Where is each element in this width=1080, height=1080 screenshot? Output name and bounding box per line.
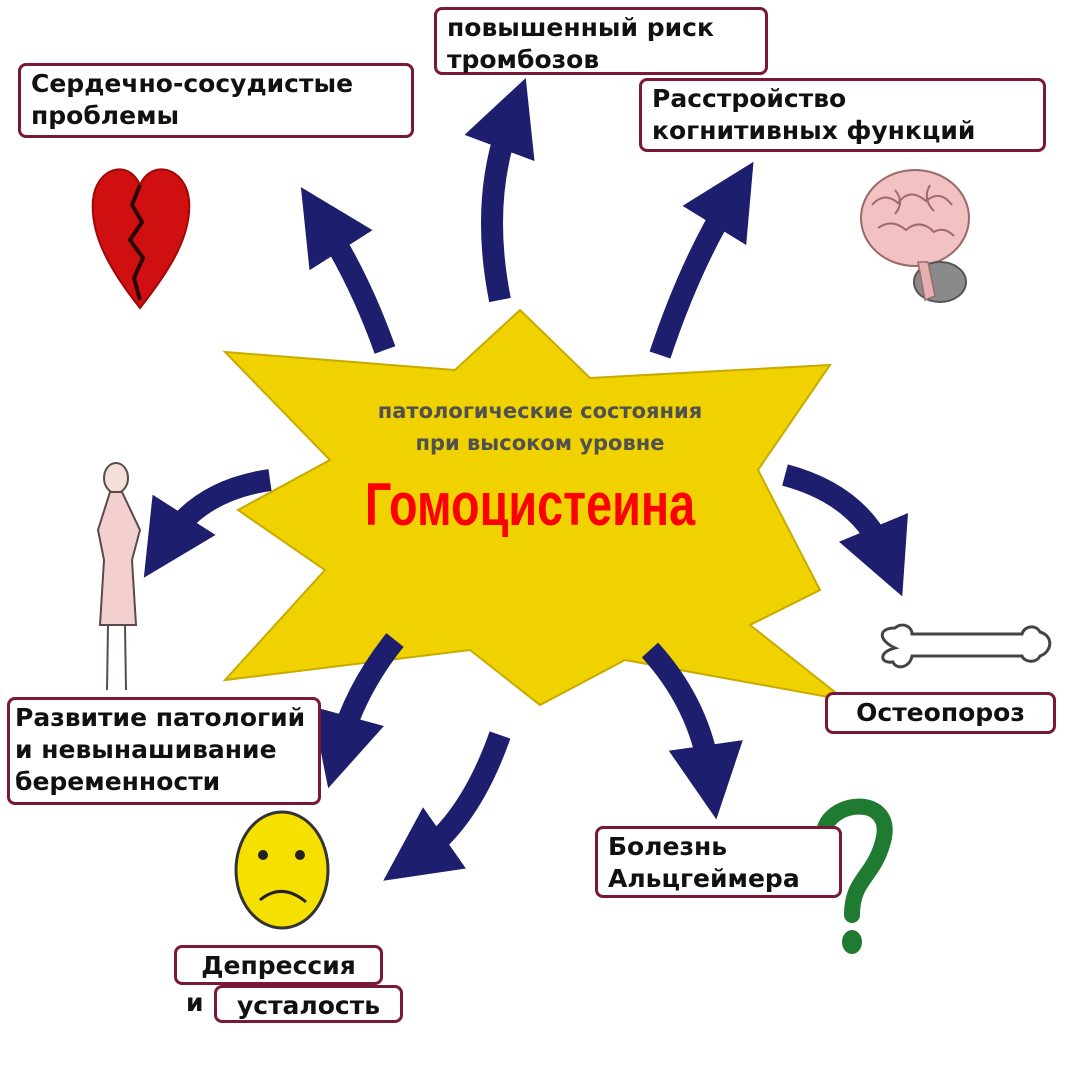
brain-icon <box>860 169 970 303</box>
arrow-cardio <box>300 187 396 354</box>
label-thrombosis: повышенный риск тромбозов <box>434 7 768 75</box>
label-pregnancy-line2: и невынашивание <box>15 735 277 764</box>
label-alzheimer: Болезнь Альцгеймера <box>595 826 842 898</box>
label-pregnancy-line1: Развитие патологий <box>15 703 306 732</box>
label-pregnancy: Развитие патологий и невынашивание берем… <box>7 697 321 805</box>
label-cardio-line1: Сердечно-сосудистые <box>31 69 354 98</box>
sad-face-icon <box>234 810 330 930</box>
label-osteoporosis: Остеопороз <box>825 692 1056 734</box>
bone-icon <box>880 623 1052 669</box>
arrow-pregnancy-down <box>311 633 404 789</box>
center-subtitle-line1: патологические состояния <box>377 399 703 423</box>
label-osteoporosis-text: Остеопороз <box>856 698 1025 727</box>
arrow-depression <box>383 731 511 881</box>
arrow-cognitive <box>649 161 754 359</box>
arrows <box>143 77 908 881</box>
label-pregnancy-line3: беременности <box>15 767 221 796</box>
arrow-thrombosis <box>464 77 535 303</box>
label-depression-conjunction: и <box>186 988 204 1017</box>
label-alzheimer-line1: Болезнь <box>608 832 728 861</box>
label-thrombosis-line1: повышенный риск <box>447 13 714 42</box>
label-thrombosis-line2: тромбозов <box>447 45 600 74</box>
label-depression-line1: Депрессия <box>201 951 356 980</box>
label-cognitive: Расстройство когнитивных функций <box>639 78 1046 152</box>
label-cardio: Сердечно-сосудистые проблемы <box>18 63 414 138</box>
label-fatigue-text: усталость <box>236 991 381 1020</box>
label-fatigue: усталость <box>214 985 403 1023</box>
central-star <box>222 308 846 707</box>
pregnant-woman-icon <box>96 462 142 691</box>
label-cardio-line2: проблемы <box>31 101 180 130</box>
label-depression: Депрессия <box>174 945 383 985</box>
arrow-alzheimer <box>641 642 743 820</box>
question-mark-icon <box>815 798 893 954</box>
arrow-pregnancy <box>143 469 272 578</box>
label-cognitive-line1: Расстройство <box>652 84 847 113</box>
broken-heart-icon <box>91 168 191 310</box>
label-cognitive-line2: когнитивных функций <box>652 116 976 145</box>
arrow-osteoporosis <box>782 464 908 597</box>
label-alzheimer-line2: Альцгеймера <box>608 864 800 893</box>
center-title: Гомоцистеина <box>364 471 696 538</box>
center-subtitle-line2: при высоком уровне <box>415 431 665 455</box>
